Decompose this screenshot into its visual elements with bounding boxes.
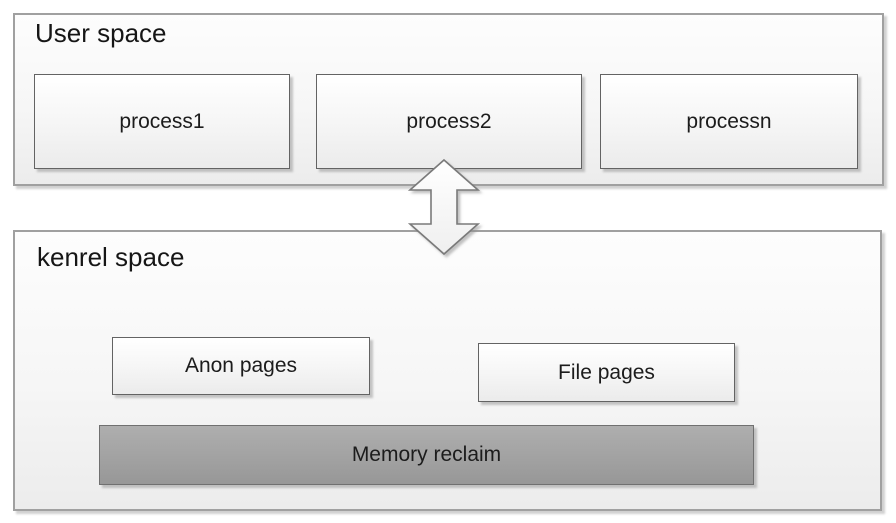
- user-space-container: User space process1 process2 processn: [13, 13, 884, 186]
- file-pages-box: File pages: [478, 343, 735, 402]
- kernel-space-label: kenrel space: [37, 242, 185, 272]
- kernel-space-container: kenrel space Anon pages File pages Memor…: [13, 230, 882, 511]
- process1-box: process1: [34, 74, 290, 169]
- process2-box: process2: [316, 74, 582, 169]
- memory-reclaim-box: Memory reclaim: [99, 425, 754, 485]
- processn-box: processn: [600, 74, 858, 169]
- process1-label: process1: [119, 109, 205, 133]
- user-space-label: User space: [35, 18, 167, 48]
- anon-pages-box: Anon pages: [112, 337, 370, 395]
- anon-pages-label: Anon pages: [184, 354, 298, 377]
- up-down-arrow-icon: [407, 158, 481, 256]
- processn-label: processn: [686, 109, 772, 133]
- memory-reclaim-label: Memory reclaim: [351, 443, 502, 466]
- process2-label: process2: [406, 109, 492, 133]
- file-pages-label: File pages: [558, 360, 655, 384]
